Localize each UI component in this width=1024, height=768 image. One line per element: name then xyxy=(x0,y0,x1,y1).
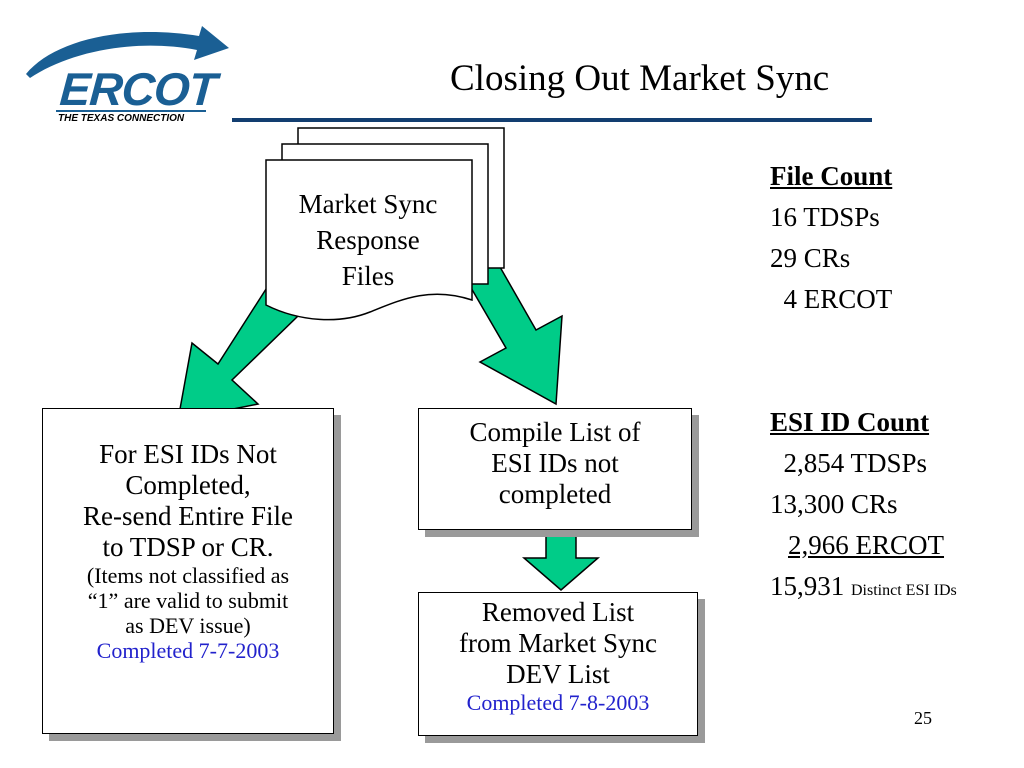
esi-total-label: Distinct ESI IDs xyxy=(851,582,957,599)
resend-line-1: For ESI IDs Not xyxy=(99,439,277,469)
esi-count-row: 2,854 TDSPs xyxy=(770,448,928,478)
esi-count-row: 2,966 ERCOT xyxy=(770,525,957,566)
page-number: 25 xyxy=(914,708,932,728)
resend-note-3: as DEV issue) xyxy=(125,613,251,638)
stats-panel: File Count 16 TDSPs 29 CRs 4 ERCOT ESI I… xyxy=(770,156,957,611)
compile-line-3: completed xyxy=(498,479,612,509)
removed-line-2: from Market Sync xyxy=(459,628,657,658)
documents-line-3: Files xyxy=(341,261,395,291)
removed-line-1: Removed List xyxy=(481,597,635,627)
resend-file-box: For ESI IDs Not Completed, Re-send Entir… xyxy=(42,408,334,734)
title-rule xyxy=(232,118,872,122)
documents-line-1: Market Sync xyxy=(298,189,438,219)
esi-total-number: 15,931 xyxy=(770,571,845,601)
removed-line-3: DEV List xyxy=(506,659,610,689)
removed-completed: Completed 7-8-2003 xyxy=(466,690,650,715)
compile-line-1: Compile List of xyxy=(469,417,641,447)
esi-count-row: 13,300 CRs xyxy=(770,489,898,519)
resend-note-1: (Items not classified as xyxy=(86,563,290,588)
document-stack-icon xyxy=(265,127,505,321)
file-count-row: 29 CRs xyxy=(770,243,851,273)
logo-swoosh-icon xyxy=(26,26,229,112)
file-count-heading: File Count xyxy=(770,161,893,191)
documents-label: Market Sync Response Files xyxy=(268,186,468,294)
esi-count-heading: ESI ID Count xyxy=(770,407,930,437)
esi-count-ercot: 2,966 ERCOT xyxy=(788,530,945,560)
file-count-row: 16 TDSPs xyxy=(770,202,880,232)
ercot-logo: ERCOT THE TEXAS CONNECTION xyxy=(24,22,244,124)
resend-line-3: Re-send Entire File xyxy=(83,501,293,531)
page-title: Closing Out Market Sync xyxy=(450,58,830,99)
compile-list-box: Compile List of ESI IDs not completed xyxy=(418,408,692,530)
resend-note-2: “1” are valid to submit xyxy=(87,588,289,613)
resend-completed: Completed 7-7-2003 xyxy=(96,638,280,663)
documents-line-2: Response xyxy=(316,225,420,255)
resend-line-4: to TDSP or CR. xyxy=(102,532,274,562)
file-count-row: 4 ERCOT xyxy=(770,284,893,314)
resend-line-2: Completed, xyxy=(125,470,251,500)
compile-line-2: ESI IDs not xyxy=(491,448,619,478)
esi-count-total: 15,931 Distinct ESI IDs xyxy=(770,566,957,611)
arrow-compile-to-removed xyxy=(521,529,601,591)
logo-tagline: THE TEXAS CONNECTION xyxy=(58,113,185,124)
removed-list-box: Removed List from Market Sync DEV List C… xyxy=(418,592,698,736)
